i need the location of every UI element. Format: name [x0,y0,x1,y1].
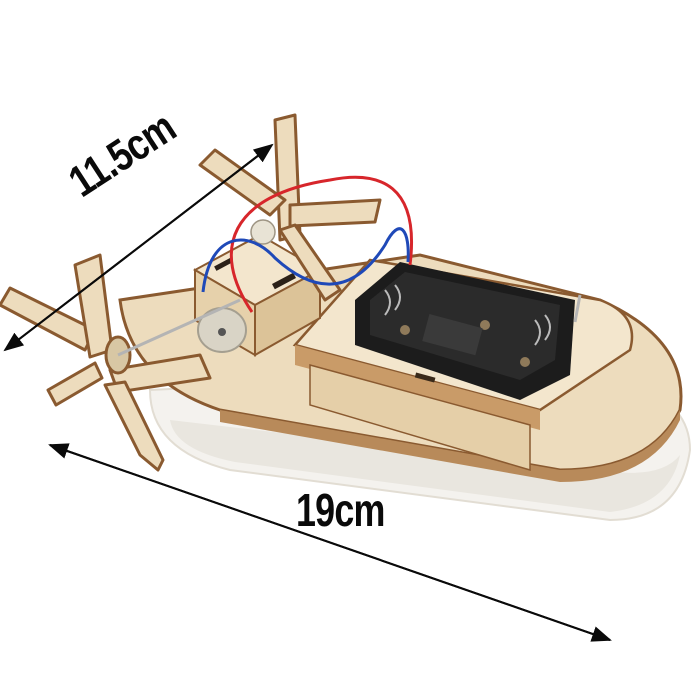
length-dimension-label: 19cm [296,484,385,536]
wires [201,175,413,313]
width-arrow-head [4,143,274,351]
length-arrow-head [48,443,611,641]
rear-paddle-wheel [198,113,382,302]
gear-axle [117,219,276,357]
paddle-wheel [0,253,212,472]
battery-holder [355,262,582,400]
